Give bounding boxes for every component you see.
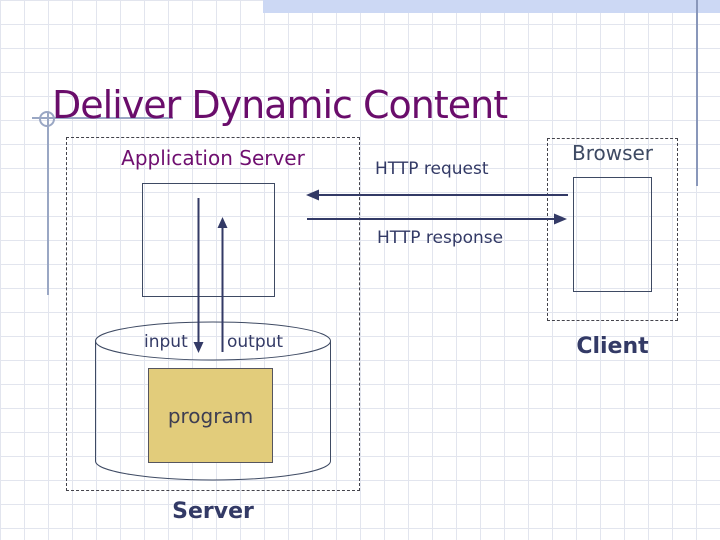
browser-group-box: [547, 138, 678, 321]
server-caption: Server: [172, 499, 254, 524]
application-server-group-box: [66, 137, 360, 491]
ornament-circle-icon: [39, 111, 55, 127]
top-accent-bar: [263, 0, 720, 13]
app-server-process-rect: [142, 183, 275, 297]
left-accent-line: [47, 113, 49, 295]
browser-label: Browser: [571, 141, 654, 165]
client-caption: Client: [576, 334, 649, 359]
browser-window-rect: [573, 177, 652, 292]
output-label: output: [227, 332, 284, 352]
application-server-label: Application Server: [121, 146, 305, 170]
program-label: program: [167, 403, 254, 428]
http-response-label: HTTP response: [377, 228, 504, 248]
title-underline-ornament: [32, 117, 173, 119]
http-request-label: HTTP request: [375, 159, 489, 179]
right-accent-line: [696, 0, 698, 186]
input-label: input: [144, 332, 188, 352]
program-box: program: [148, 368, 273, 463]
slide-title: Deliver Dynamic Content: [52, 83, 508, 128]
